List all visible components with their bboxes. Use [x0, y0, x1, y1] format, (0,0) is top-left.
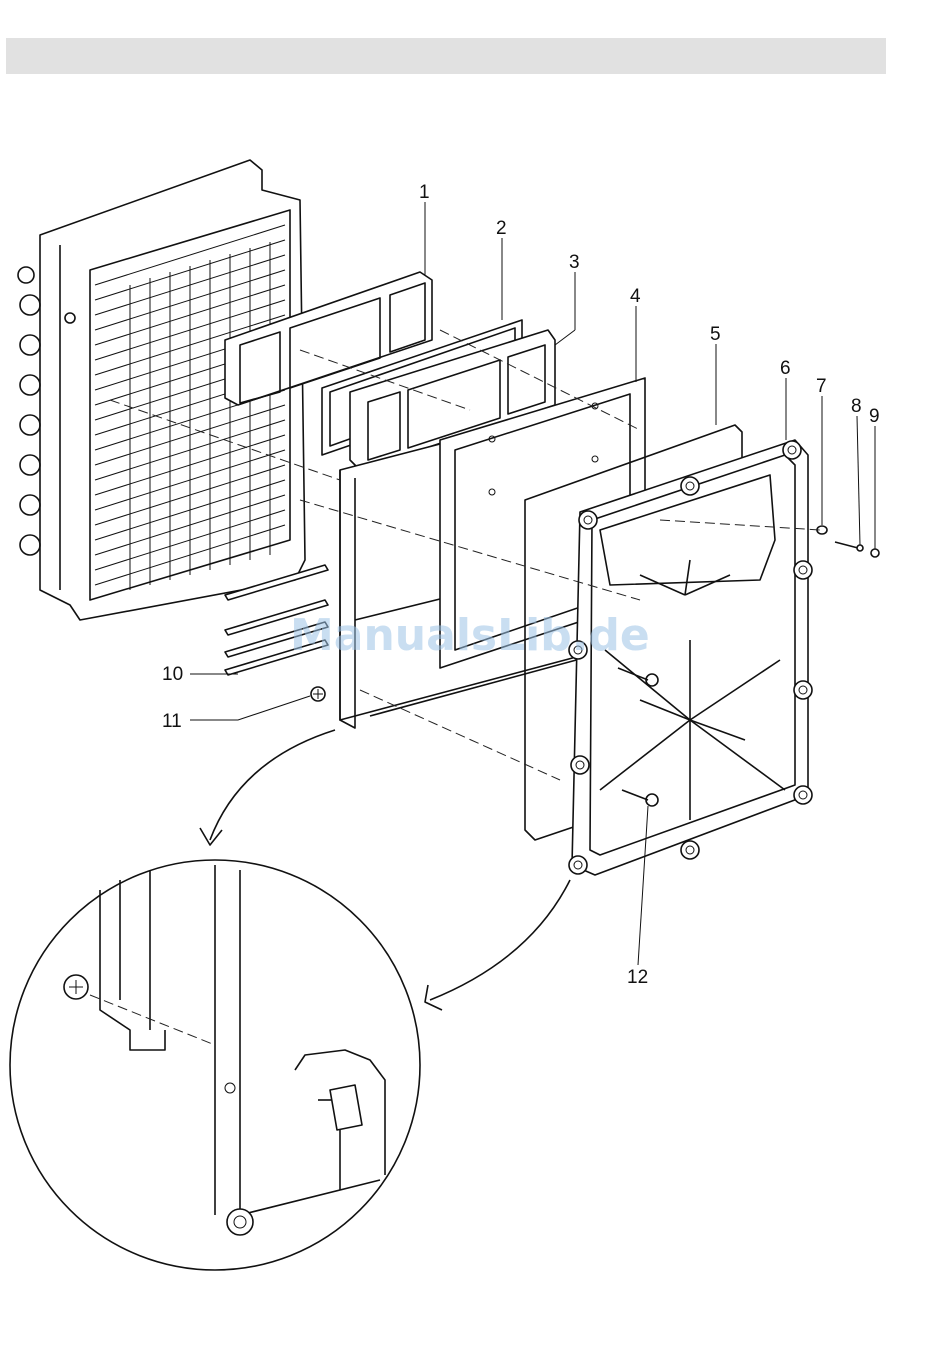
callout-12: 12 — [627, 967, 648, 988]
callout-11: 11 — [162, 711, 182, 732]
detail-view — [10, 860, 420, 1270]
part-8-screw — [835, 542, 863, 551]
callout-10: 10 — [162, 664, 183, 685]
callout-9: 9 — [869, 406, 880, 427]
callout-1: 1 — [419, 182, 430, 203]
detail-arrows — [200, 730, 570, 1010]
callout-4: 4 — [630, 286, 641, 307]
callout-6: 6 — [780, 358, 791, 379]
callout-7: 7 — [816, 376, 827, 397]
part-11-screw — [311, 687, 325, 701]
callout-2: 2 — [496, 218, 507, 239]
part-9-nut — [871, 549, 879, 557]
watermark: ManualsLib.de — [290, 610, 650, 661]
callout-3: 3 — [569, 252, 580, 273]
callout-5: 5 — [710, 324, 721, 345]
callout-8: 8 — [851, 396, 862, 417]
